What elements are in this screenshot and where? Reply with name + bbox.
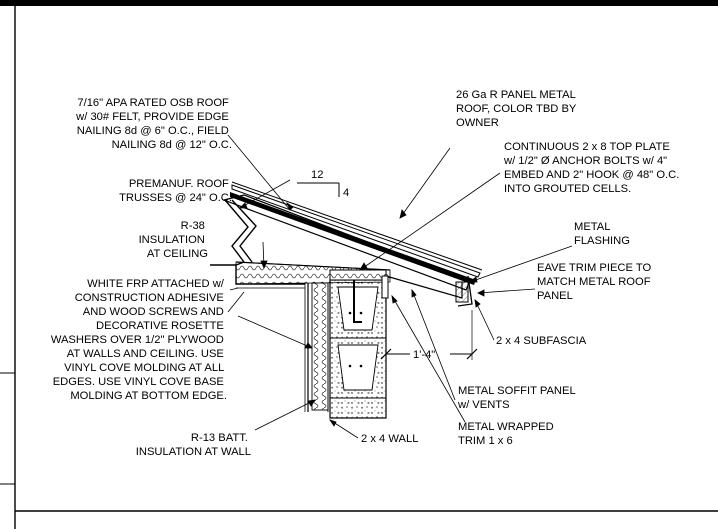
soffit-fascia: [381, 275, 473, 307]
notes: 7/16" APA RATED OSB ROOF w/ 30# FELT, PR…: [51, 89, 682, 458]
note-top-plate: CONTINUOUS 2 x 8 TOP PLATE w/ 1/2" Ø ANC…: [503, 141, 682, 195]
note-ceiling-insulation: R-38 INSULATION AT CEILING: [139, 220, 208, 260]
note-osb-roof: 7/16" APA RATED OSB ROOF w/ 30# FELT, PR…: [75, 97, 232, 151]
note-soffit: METAL SOFFIT PANEL w/ VENTS: [457, 385, 578, 411]
cmu-wall: [329, 279, 387, 419]
leader-lines: [227, 134, 573, 439]
note-wall-insulation: R-13 BATT. INSULATION AT WALL: [136, 432, 251, 458]
note-wrapped-trim: METAL WRAPPED TRIM 1 x 6: [458, 421, 557, 447]
note-subfascia: 2 x 4 SUBFASCIA: [496, 335, 587, 347]
note-flashing: METAL FLASHING: [574, 221, 630, 247]
note-trusses: PREMANUF. ROOF TRUSSES @ 24" O.C.: [119, 178, 232, 204]
osb-sheathing: [230, 192, 476, 285]
note-eave-trim: EAVE TRIM PIECE TO MATCH METAL ROOF PANE…: [537, 262, 654, 302]
overhang-dimension: 1'-4": [380, 300, 478, 361]
note-metal-roof: 26 Ga R PANEL METAL ROOF, COLOR TBD BY O…: [456, 89, 579, 129]
slope-indicator: 12 4: [297, 169, 349, 199]
note-frp: WHITE FRP ATTACHED w/ CONSTRUCTION ADHES…: [51, 278, 227, 402]
overhang-dimension-label: 1'-4": [413, 349, 435, 361]
slope-rise: 4: [343, 187, 349, 199]
metal-roof-panel: [231, 181, 483, 278]
slope-run: 12: [311, 169, 323, 181]
note-wall: 2 x 4 WALL: [361, 433, 418, 445]
